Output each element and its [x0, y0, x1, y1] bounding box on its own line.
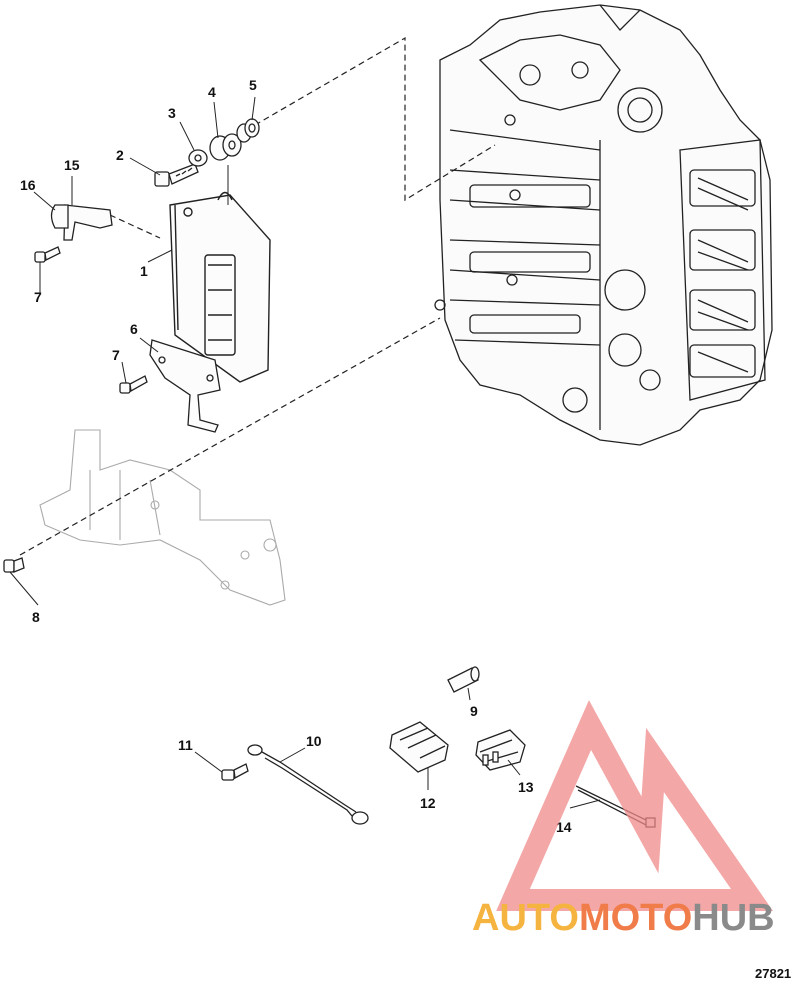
callout-7-lower: 7: [112, 347, 120, 363]
engine-block: [434, 4, 773, 446]
clamp-bracket: [50, 204, 113, 241]
sleeve-5: [236, 118, 260, 143]
callout-7-upper: 7: [34, 289, 42, 305]
watermark-text-hub: HUB: [692, 897, 774, 939]
callout-15: 15: [64, 157, 80, 173]
grommet-4: [209, 133, 242, 161]
callout-11: 11: [178, 737, 193, 753]
screw-7-upper: [34, 246, 61, 263]
callout-16: 16: [20, 177, 36, 193]
callout-13: 13: [518, 779, 534, 795]
watermark-text-moto: MOTO: [579, 897, 692, 939]
screw-7-lower: [119, 375, 148, 394]
pin-9: [447, 666, 480, 693]
washer-3: [188, 149, 208, 167]
mounting-bracket-ghost: [39, 429, 286, 606]
callout-1: 1: [140, 263, 148, 279]
plate-bracket-6: [149, 339, 221, 433]
callout-4: 4: [208, 84, 216, 100]
screw-11: [221, 763, 249, 781]
assembly-leader-lines: [19, 36, 496, 556]
connector-12: [389, 721, 449, 773]
callout-2: 2: [116, 147, 124, 163]
callout-10: 10: [306, 733, 322, 749]
ground-strap-10: [247, 744, 369, 825]
callout-5: 5: [249, 77, 257, 93]
callout-8: 8: [32, 609, 40, 625]
watermark-triangle-icon: [496, 700, 774, 911]
callout-14: 14: [556, 819, 572, 835]
callout-labels: 1 2 3 4 5 6 7 7 8 9 10 11 12 13 14 15 16: [20, 77, 572, 835]
watermark-text-auto: AUTO: [472, 897, 579, 939]
callout-leaders: [9, 96, 601, 809]
bolt-8: [3, 557, 25, 573]
ecm-module: [169, 191, 271, 383]
callout-12: 12: [420, 795, 436, 811]
watermark-logo: AUTOMOTOHUB: [472, 700, 775, 939]
bolt-2: [154, 163, 199, 187]
callout-6: 6: [130, 321, 138, 337]
figure-number: 27821: [755, 966, 791, 981]
callout-3: 3: [168, 105, 176, 121]
callout-9: 9: [470, 703, 478, 719]
svg-text:AUTOMOTOHUB: AUTOMOTOHUB: [472, 897, 775, 939]
connector-13: [475, 729, 526, 771]
